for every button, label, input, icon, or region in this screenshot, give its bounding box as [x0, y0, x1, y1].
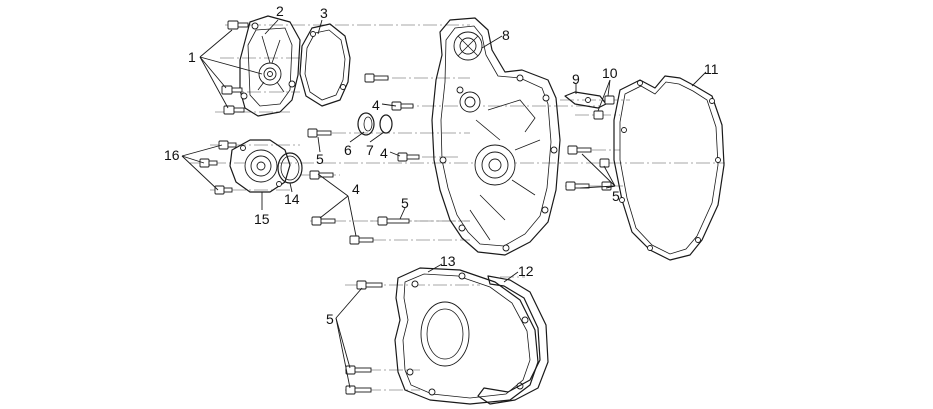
part-10-bolts: [593, 95, 615, 120]
callout-4-lower: 4: [352, 181, 360, 197]
callout-9: 9: [572, 71, 580, 87]
callout-10: 10: [602, 65, 618, 81]
part-6-oil-seal: [357, 112, 375, 136]
callout-labels: 1 2 3 4 4 4 5 5 5 5 6 7 8 9 10 11 12 13 …: [164, 3, 719, 327]
part-5-bolts: [307, 73, 612, 226]
callout-5-left: 5: [316, 151, 324, 167]
part-16-bolts: [199, 140, 237, 195]
part-12-lower-gasket: [477, 275, 549, 405]
callout-2: 2: [276, 3, 284, 19]
part-14-o-ring: [277, 152, 303, 184]
part-15-pump-cover: [229, 139, 291, 193]
part-4-bolts: [311, 101, 420, 245]
callout-13: 13: [440, 253, 456, 269]
callout-4-upper: 4: [372, 97, 380, 113]
part-7-o-ring: [379, 114, 393, 134]
callout-8: 8: [502, 27, 510, 43]
part-11-large-gasket: [613, 75, 725, 261]
callout-5-center: 5: [401, 195, 409, 211]
callout-5-lower: 5: [326, 311, 334, 327]
callout-12: 12: [518, 263, 534, 279]
callout-11: 11: [704, 61, 719, 77]
part-3-gasket: [299, 23, 351, 107]
callout-6: 6: [344, 142, 352, 158]
leader-lines: [181, 19, 707, 389]
part-5-lower-bolts: [345, 280, 383, 395]
part-2-upper-cover: [239, 15, 301, 117]
part-1-bolts: [221, 20, 249, 115]
callout-4-middle: 4: [380, 145, 388, 161]
callout-14: 14: [284, 191, 300, 207]
callout-16: 16: [164, 147, 180, 163]
part-13-lower-cover: [394, 267, 539, 405]
part-8-crankcase-cover: [431, 17, 561, 256]
callout-1: 1: [188, 49, 196, 65]
callout-7: 7: [366, 142, 374, 158]
callout-3: 3: [320, 5, 328, 21]
callout-5-right: 5: [612, 188, 620, 204]
callout-15: 15: [254, 211, 270, 227]
